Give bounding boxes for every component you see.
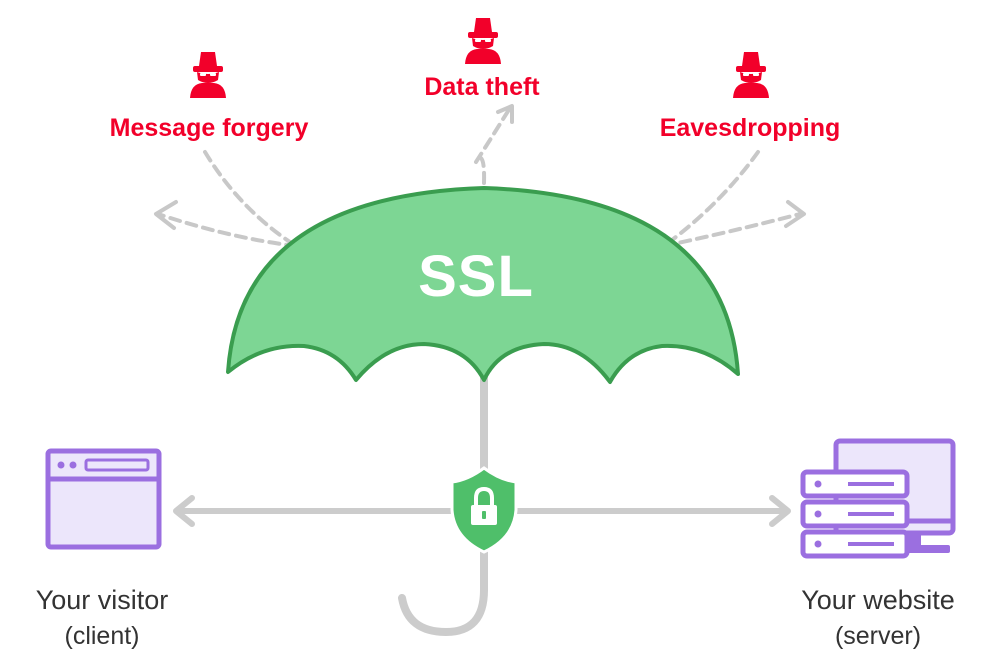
threat-label-data-theft: Data theft: [424, 73, 540, 101]
client-title: Your visitor: [35, 585, 169, 615]
umbrella-handle: [398, 374, 488, 637]
server-title: Your website: [801, 585, 955, 615]
hacker-icon: [190, 52, 226, 98]
deflection-arrowheads: [154, 104, 806, 230]
ssl-label: SSL: [418, 244, 534, 309]
arrow-eavesdropping: [662, 150, 760, 248]
arrow-message-forgery: [203, 150, 298, 248]
server-subtitle: (server): [834, 622, 922, 650]
threat-label-message-forgery: Message forgery: [109, 114, 309, 142]
threat-label-eavesdropping: Eavesdropping: [659, 114, 841, 142]
umbrella-canopy: [226, 186, 740, 384]
shield-lock-icon: [450, 466, 518, 554]
arrow-message-forgery-out: [156, 212, 298, 248]
browser-window-icon: [45, 448, 162, 550]
arrow-eavesdropping-out: [662, 212, 802, 248]
client-subtitle: (client): [64, 622, 140, 650]
server-icon: [800, 438, 956, 559]
deflection-arrows: [156, 106, 802, 248]
hacker-icon: [733, 52, 769, 98]
arrow-data-theft: [474, 155, 487, 185]
hacker-icon: [465, 18, 501, 64]
arrow-data-theft-out: [474, 106, 512, 164]
